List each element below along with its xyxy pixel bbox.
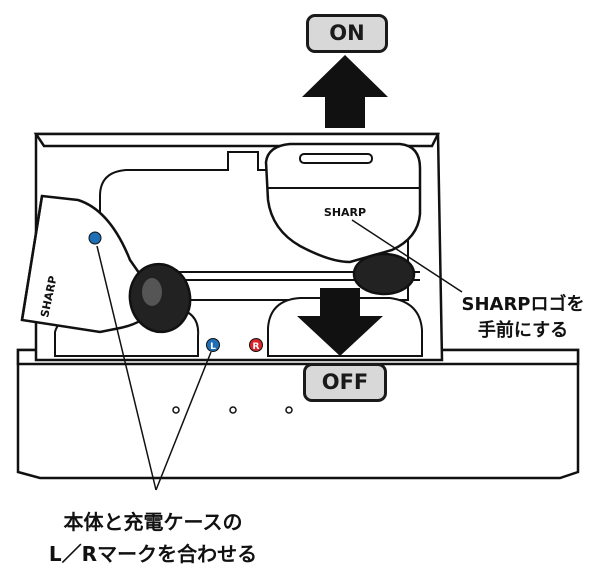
marker-leader-line-left bbox=[96, 245, 157, 491]
down-arrow-icon bbox=[297, 288, 383, 356]
charging-case bbox=[16, 132, 580, 480]
marks-callout-line2: L／Rマークを合わせる bbox=[48, 542, 258, 566]
right-earbud: SHARP bbox=[264, 142, 422, 296]
marks-callout: 本体と充電ケースの L／Rマークを合わせる bbox=[18, 506, 288, 570]
left-marker-icon bbox=[206, 338, 220, 352]
marker-leader-line-right bbox=[155, 351, 212, 491]
right-earbud-logo: SHARP bbox=[324, 206, 366, 219]
off-button-label: OFF bbox=[303, 363, 387, 402]
right-marker-label: R bbox=[253, 342, 260, 352]
logo-callout: SHARPロゴを 手前にする bbox=[448, 292, 598, 344]
marks-callout-line1: 本体と充電ケースの bbox=[63, 510, 243, 534]
left-earbud: SHARP bbox=[20, 194, 192, 334]
logo-callout-line2: 手前にする bbox=[477, 320, 569, 341]
left-marker-label: L bbox=[210, 342, 216, 352]
logo-leader-line bbox=[351, 219, 463, 293]
logo-callout-line1: SHARPロゴを bbox=[461, 294, 585, 315]
up-arrow-icon bbox=[302, 55, 388, 128]
right-marker-icon bbox=[249, 338, 263, 352]
on-button-label: ON bbox=[306, 14, 388, 53]
